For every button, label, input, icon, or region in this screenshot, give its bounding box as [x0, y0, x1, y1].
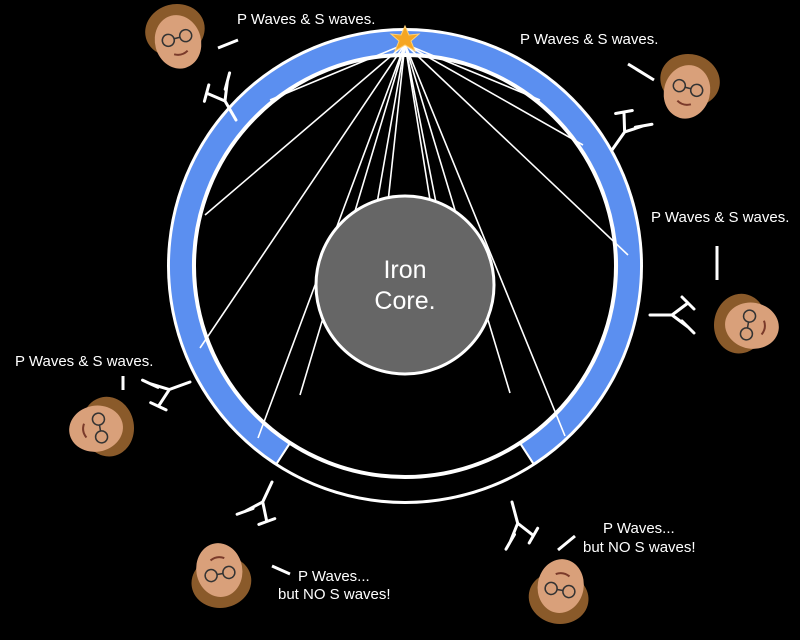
iron-core — [314, 194, 496, 376]
core-label-line1: Iron — [383, 256, 426, 284]
seismic-ray — [404, 43, 566, 437]
station-label-line1: P Waves... — [298, 568, 370, 585]
core-label-line2: Core. — [374, 287, 435, 315]
station-label: P Waves & S waves. — [237, 11, 375, 28]
station-right: P Waves & S waves. — [648, 209, 789, 361]
station-bottom-left: P Waves... but NO S waves! — [184, 472, 391, 614]
label-tick — [217, 38, 239, 50]
seismic-ray — [199, 43, 406, 349]
seismic-ray — [269, 43, 406, 101]
star-burst-icon — [389, 24, 421, 53]
label-tick — [557, 534, 576, 552]
label-tick — [271, 564, 291, 576]
station-label-line2: but NO S waves! — [278, 586, 391, 603]
seismic-ray — [404, 43, 584, 146]
shadow-zone-arc — [275, 442, 535, 503]
station-bottom-right: P Waves... but NO S waves! — [493, 495, 696, 630]
label-tick — [627, 62, 655, 82]
station-label-line1: P Waves... — [603, 520, 675, 537]
seismic-ray — [404, 43, 431, 201]
station-top-left: P Waves & S waves. — [138, 0, 375, 131]
station-top-right: P Waves & S waves. — [520, 31, 727, 162]
station-label: P Waves & S waves. — [651, 209, 789, 226]
station-left: P Waves & S waves. — [15, 353, 198, 464]
s-wave-mantle-arc — [168, 29, 642, 466]
seismic-ray — [387, 43, 406, 203]
station-label: P Waves & S waves. — [15, 353, 153, 370]
station-label-line2: but NO S waves! — [583, 539, 696, 556]
seismic-ray — [404, 43, 541, 101]
seismic-ray — [404, 43, 629, 256]
station-label: P Waves & S waves. — [520, 31, 658, 48]
seismic-ray — [204, 43, 406, 216]
